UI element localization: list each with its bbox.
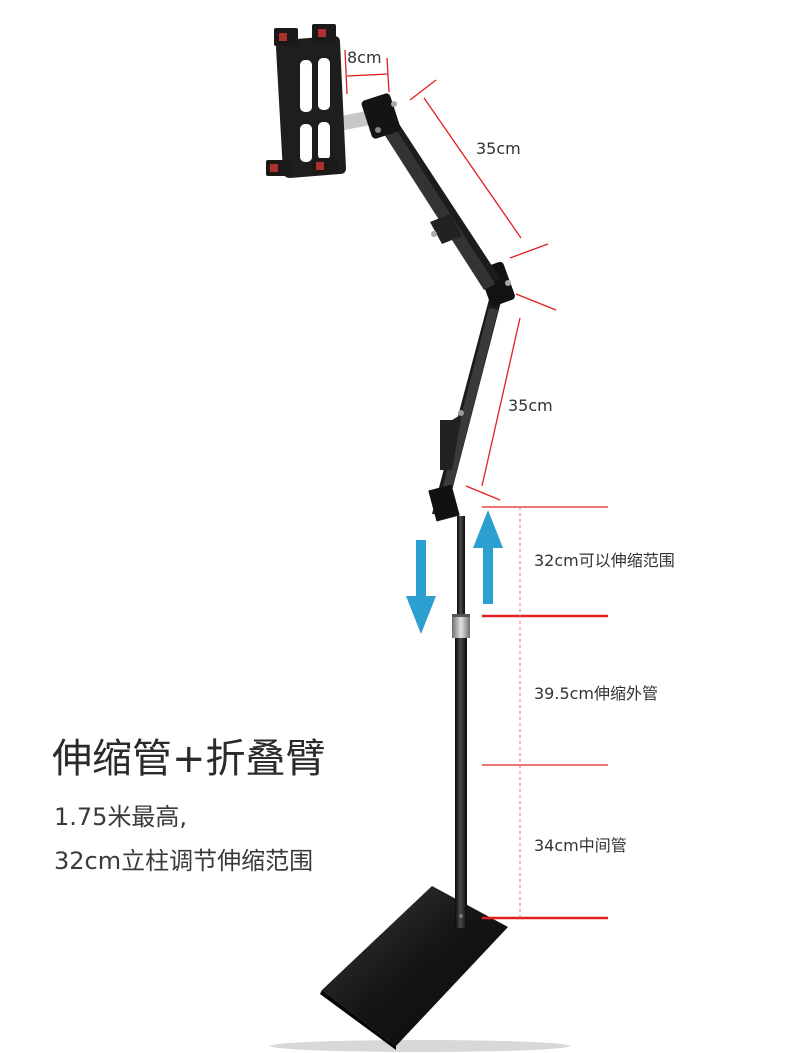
clamp-width-label: 8cm xyxy=(347,48,382,67)
range-label: 32cm可以伸缩范围 xyxy=(534,551,675,570)
upper-arm-label: 35cm xyxy=(476,139,521,158)
middle-tube-label: 34cm中间管 xyxy=(534,836,627,855)
extend-arrow-icon xyxy=(473,510,503,604)
headline-line-1: 1.75米最高, xyxy=(54,803,187,831)
lower-arm-dimension xyxy=(465,293,557,501)
telescopic-pole xyxy=(452,516,470,928)
tablet-clamp xyxy=(266,24,346,178)
lower-arm-label: 35cm xyxy=(508,396,553,415)
outer-tube-label: 39.5cm伸缩外管 xyxy=(534,684,658,703)
retract-arrow-icon xyxy=(406,540,436,634)
headline-line-2: 32cm立柱调节伸缩范围 xyxy=(54,847,313,875)
upper-arm-dimension xyxy=(409,79,549,259)
stand-base xyxy=(270,886,570,1052)
upper-arm xyxy=(372,104,500,290)
lower-arm xyxy=(428,288,504,522)
headline-title: 伸缩管+折叠臂 xyxy=(52,736,326,782)
pole-dimensions xyxy=(482,506,608,920)
clamp-width-dimension xyxy=(344,49,390,95)
